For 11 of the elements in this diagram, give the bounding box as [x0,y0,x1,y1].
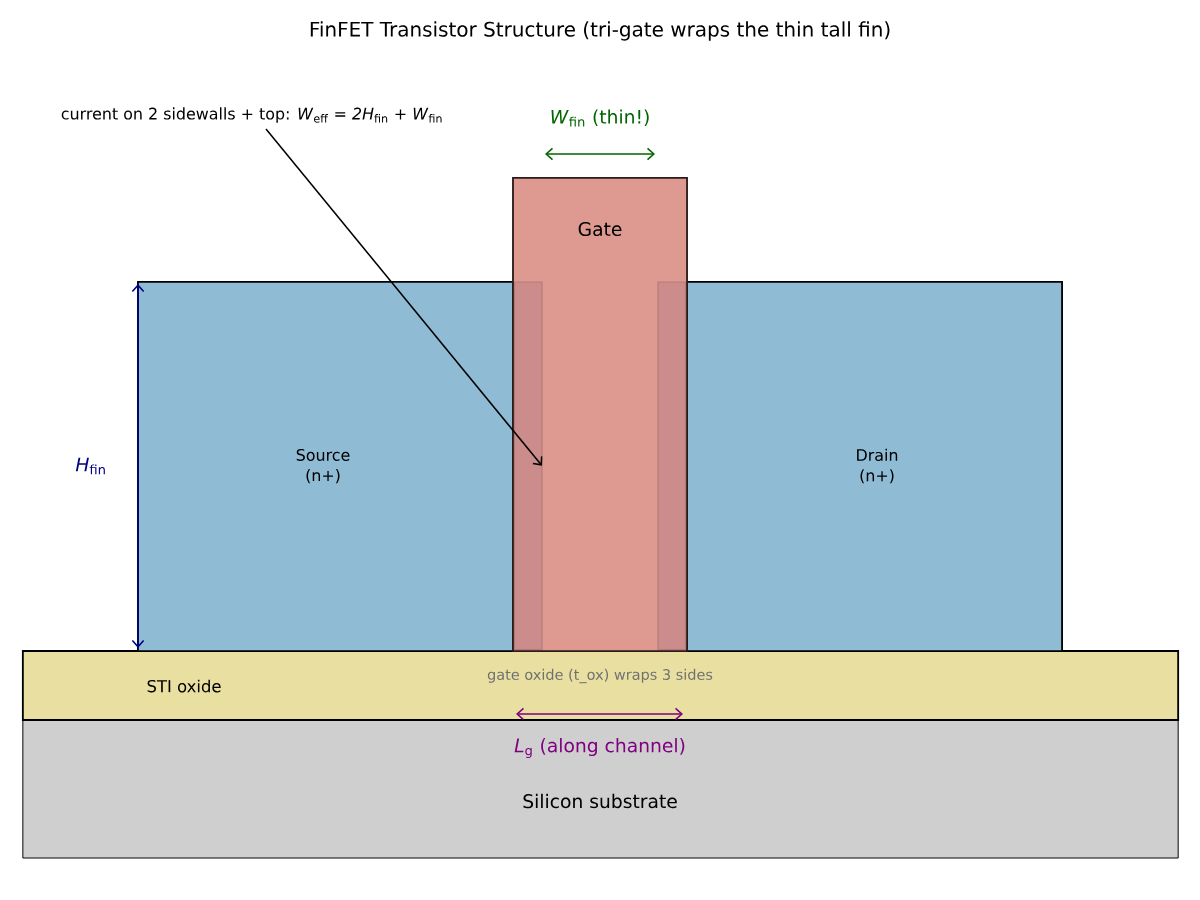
dimension-label: L$_{g}$ (along channel) [514,738,685,758]
drain-region: Drain (n+) [686,281,1063,652]
dimension-label: W$_{fin}$ (thin!) [551,109,649,127]
annotation-text: current on 2 sidewalls + top: W$_{eff}$ = 2H$_{fin}$ + W$_{fin}$ [61,107,442,123]
title: FinFET Transistor Structure (tri-gate wraps the thin tall fin) [310,21,890,41]
dimension-label: H$_{fin}$ [75,457,105,475]
leader-arrow [265,128,543,466]
source-region: Source (n+) [137,281,514,652]
gate-oxide-strip [513,281,543,651]
gate-oxide-strip [657,281,687,651]
note-text: gate oxide (t_ox) wraps 3 sides [487,668,713,684]
